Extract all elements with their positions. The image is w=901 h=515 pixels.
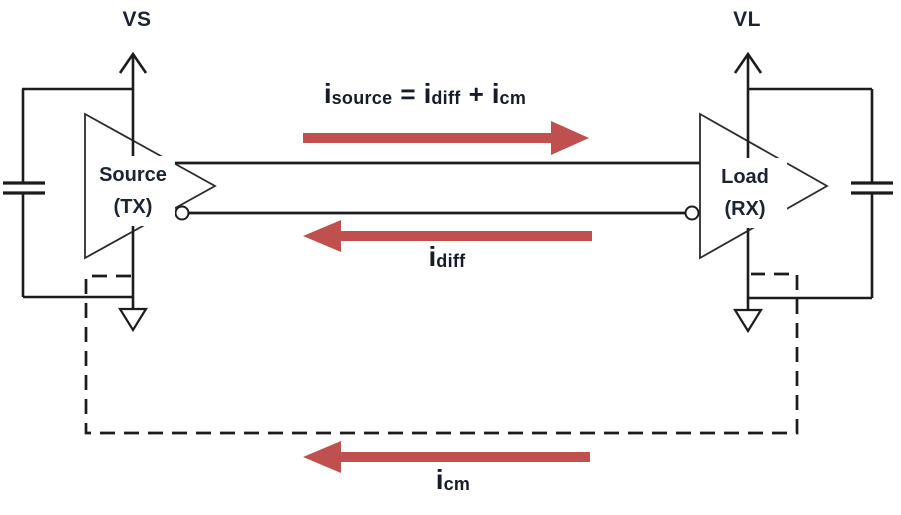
isource-arrow-shaft: [303, 133, 552, 143]
isource-sub: source: [331, 88, 393, 108]
load-inverting-bubble-icon: [684, 205, 700, 221]
source-label: Source (TX): [91, 156, 175, 226]
idiff-arrow-shaft: [340, 231, 592, 241]
icm-label-base: i: [435, 464, 444, 495]
idiff-label-sub: diff: [436, 251, 466, 271]
source-label-line2: (TX): [113, 196, 153, 218]
source-label-line1: Source: [99, 164, 167, 186]
icm-arrow-icon: [303, 441, 590, 473]
plus-sign: +: [468, 79, 484, 109]
icm-arrow-shaft: [340, 452, 590, 462]
common-mode-return-path: [84, 272, 799, 435]
ground-right-icon: [733, 308, 763, 334]
idiff-label-base: i: [428, 241, 437, 272]
load-label: Load (RX): [703, 158, 787, 228]
idiff-arrow-icon: [303, 220, 592, 252]
load-label-line2: (RX): [724, 198, 766, 220]
vs-label: VS: [122, 8, 152, 31]
equals-sign: =: [400, 79, 416, 109]
vl-label: VL: [733, 8, 761, 31]
isource-arrow-icon: [303, 121, 589, 155]
icm-arrow-head: [303, 441, 341, 473]
source-inverting-bubble-icon: [174, 205, 190, 221]
isource-base: i: [323, 78, 332, 109]
ground-left-icon: [118, 307, 148, 333]
idiff-arrow-head: [303, 220, 341, 252]
vl-up-arrow-icon: [733, 51, 763, 74]
icm-label-sub: cm: [443, 474, 471, 494]
idiff-sub: diff: [431, 88, 461, 108]
isource-arrow-head: [551, 121, 589, 155]
icm-base: i: [491, 78, 500, 109]
idiff-base: i: [423, 78, 432, 109]
icm-sub: cm: [499, 88, 527, 108]
load-label-line1: Load: [721, 166, 769, 188]
vs-up-arrow-icon: [118, 51, 148, 74]
